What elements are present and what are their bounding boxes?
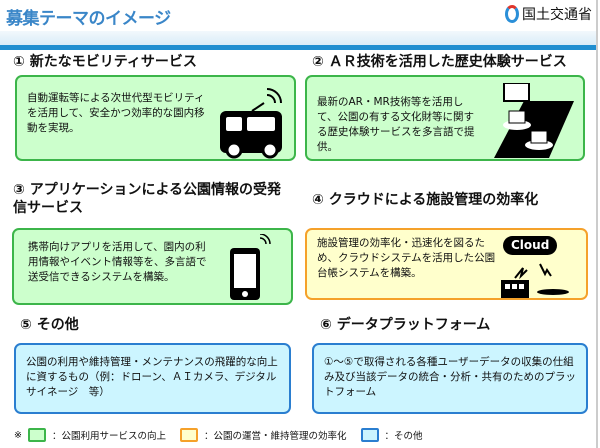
legend: ※ ：公園利用サービスの向上 ：公園の運営・維持管理の効率化 ：その他 [14, 428, 423, 442]
section-2-heading: ② ＡＲ技術を活用した歴史体験サービス [312, 54, 567, 70]
legend-swatch-orange [179, 428, 198, 442]
page-edge [596, 0, 598, 448]
section-1-box: 自動運転等による次世代型モビリティを活用して、安全かつ効率的な園内移動を実現。 [15, 75, 296, 161]
legend-swatch-green [27, 428, 46, 442]
header-divider [0, 45, 596, 50]
facility-icon [501, 263, 569, 298]
section-4-box: 施設管理の効率化・迅速化を図るため、クラウドシステムを活用した公園台帳システムを… [305, 228, 588, 300]
section-4-heading: ④ クラウドによる施設管理の効率化 [312, 192, 539, 208]
legend-label-orange: ：公園の運営・維持管理の効率化 [203, 431, 347, 442]
section-5-body: 公園の利用や維持管理・メンテナンスの飛躍的な向上に資するもの（例：ドローン、ＡＩ… [26, 356, 278, 398]
section-3-body: 携帯向けアプリを活用して、園内の利用情報やイベント情報等を、多言語で送受信できる… [28, 241, 207, 283]
section-4-body: 施設管理の効率化・迅速化を図るため、クラウドシステムを活用した公園台帳システムを… [317, 237, 496, 279]
legend-label-green: ：公園利用サービスの向上 [51, 431, 166, 442]
section-2-box: 最新のAR・MR技術等を活用して、公園の有する文化財等に関する歴史体験サービスを… [305, 75, 585, 161]
section-5-box: 公園の利用や維持管理・メンテナンスの飛躍的な向上に資するもの（例：ドローン、ＡＩ… [14, 343, 291, 414]
section-2-body: 最新のAR・MR技術等を活用して、公園の有する文化財等に関する歴史体験サービスを… [317, 96, 475, 153]
cloud-icon: Cloud [503, 236, 558, 255]
section-5-heading: ⑤ その他 [20, 317, 79, 333]
ministry-logo: 国土交通省 [505, 4, 592, 24]
bus-icon [220, 88, 282, 159]
section-3-heading: ③ アプリケーションによる公園情報の受発信サービス [13, 182, 282, 216]
section-3-box: 携帯向けアプリを活用して、園内の利用情報やイベント情報等を、多言語で送受信できる… [12, 228, 293, 305]
section-1-body: 自動運転等による次世代型モビリティを活用して、安全かつ効率的な園内移動を実現。 [27, 92, 205, 134]
ministry-name: 国土交通省 [522, 7, 592, 23]
legend-label-blue: ：その他 [384, 431, 423, 442]
page-title: 募集テーマのイメージ [6, 9, 171, 29]
smartphone-icon [230, 234, 271, 300]
ministry-logo-icon [505, 5, 519, 23]
ar-heritage-icon [494, 83, 574, 158]
section-6-heading: ⑥ データプラットフォーム [320, 317, 491, 333]
legend-swatch-blue [360, 428, 379, 442]
section-6-body: ①～⑤で取得される各種ユーザーデータの収集の仕組み及び当該データの統合・分析・共… [324, 356, 576, 398]
legend-note-mark: ※ [14, 429, 22, 441]
section-6-box: ①～⑤で取得される各種ユーザーデータの収集の仕組み及び当該データの統合・分析・共… [312, 343, 588, 414]
header-band [0, 31, 596, 45]
section-1-heading: ① 新たなモビリティサービス [13, 54, 197, 70]
